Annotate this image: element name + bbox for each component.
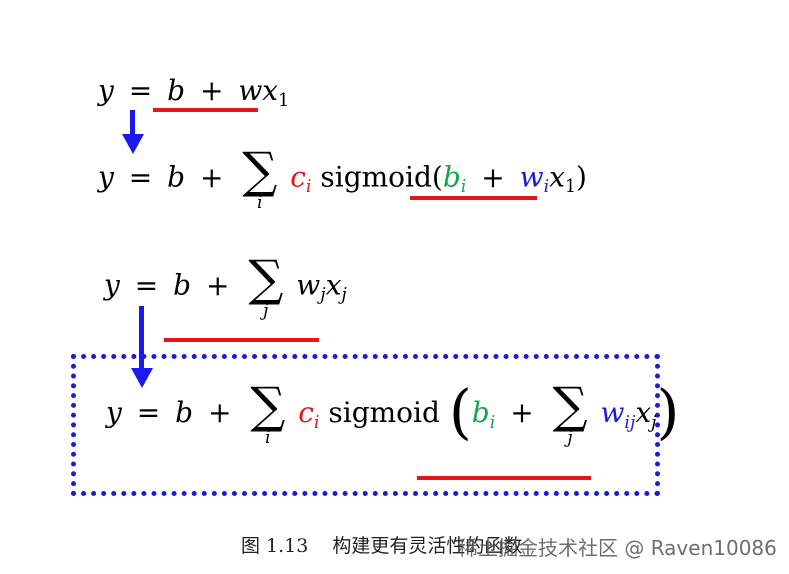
- eq2-lparen: (: [431, 160, 443, 194]
- eq2-lhs: y: [98, 160, 114, 194]
- arrow-2-shaft: [139, 306, 144, 370]
- eq2-c-subscript: i: [305, 177, 312, 198]
- eq1-w: w: [238, 74, 263, 107]
- eq4-summation-outer: ∑ i: [250, 381, 285, 447]
- eq4-rparen: ): [656, 377, 680, 447]
- eq1-underline: [153, 108, 258, 112]
- eq4-sigma-symbol: ∑: [250, 377, 286, 435]
- eq2-wi: w: [519, 160, 544, 194]
- eq3-x: x: [325, 268, 342, 302]
- eq2-underline: [410, 196, 537, 200]
- eq3-w-subscript: j: [320, 285, 326, 306]
- eq3-equals: =: [134, 268, 159, 302]
- eq1-equals: =: [128, 74, 153, 107]
- eq4-bi: b: [471, 396, 490, 429]
- eq3-plus: +: [205, 268, 230, 302]
- eq4-underline: [417, 476, 591, 480]
- eq2-plus: +: [199, 160, 224, 194]
- eq2-b: b: [167, 160, 186, 194]
- eq1-x: x: [262, 74, 279, 107]
- eq1-plus: +: [199, 74, 224, 107]
- eq1-x-subscript: 1: [278, 90, 290, 111]
- eq4-x-subscript: j: [651, 412, 657, 433]
- eq2-rparen: ): [576, 160, 587, 194]
- eq2-summation: ∑ i: [242, 146, 277, 212]
- eq4-bi-subscript: i: [489, 412, 496, 433]
- eq4-wij: w: [600, 396, 625, 429]
- eq4-c: c: [298, 396, 314, 429]
- figure-label: 图 1.13: [241, 535, 309, 557]
- eq4-sigma2-symbol: ∑: [552, 377, 588, 435]
- eq4-sigma-index: i: [265, 428, 271, 449]
- eq4-c-subscript: i: [313, 412, 320, 433]
- eq3-sigma-symbol: ∑: [248, 250, 284, 307]
- eq2-sigmoid: sigmoid: [320, 160, 432, 194]
- eq4-lhs: y: [106, 396, 122, 429]
- eq1-b: b: [167, 74, 186, 107]
- eq2-plus2: +: [481, 160, 505, 194]
- eq2-equals: =: [128, 160, 153, 194]
- eq2-x-subscript: 1: [564, 177, 577, 198]
- eq2-x: x: [549, 160, 565, 194]
- watermark: 稀土掘金技术社区 @ Raven10086: [458, 536, 777, 560]
- equation-2: y = b + ∑ i ci sigmoid(bi + wix1): [98, 146, 587, 212]
- eq2-sigma-index: i: [257, 193, 263, 213]
- equation-4: y = b + ∑ i ci sigmoid (bi + ∑ j wijxj): [106, 377, 680, 449]
- eq2-wi-subscript: i: [543, 177, 550, 198]
- figure-caption-text: 构建更有灵活性的函数: [332, 535, 523, 557]
- equation-1: y = b + wx1: [98, 74, 289, 111]
- eq3-w: w: [296, 268, 321, 302]
- eq4-lparen: (: [448, 377, 472, 447]
- eq4-x: x: [635, 396, 652, 429]
- eq2-sigma-symbol: ∑: [242, 142, 278, 199]
- eq2-bi: b: [442, 160, 461, 194]
- arrow-1-head: [122, 134, 144, 154]
- figure-caption: 图 1.13 构建更有灵活性的函数: [241, 531, 522, 558]
- eq3-x-subscript: j: [341, 285, 347, 306]
- eq3-lhs: y: [104, 268, 120, 302]
- eq4-summation-inner: ∑ j: [553, 381, 588, 447]
- eq4-plus: +: [207, 396, 232, 429]
- arrow-1-shaft: [130, 110, 135, 136]
- eq4-equals: =: [136, 396, 161, 429]
- eq3-summation: ∑ j: [248, 254, 283, 320]
- eq3-underline: [164, 338, 319, 342]
- arrow-2-head: [131, 368, 153, 388]
- eq4-sigmoid: sigmoid: [328, 396, 440, 429]
- eq4-b: b: [175, 396, 194, 429]
- eq3-sigma-index: j: [263, 301, 269, 321]
- eq4-plus2: +: [510, 396, 534, 429]
- eq4-wij-subscript: ij: [624, 412, 636, 433]
- eq1-lhs: y: [98, 74, 114, 107]
- eq4-sigma2-index: j: [567, 428, 573, 449]
- eq2-c: c: [290, 160, 306, 194]
- highlight-dotted-box: [71, 354, 660, 496]
- eq3-b: b: [173, 268, 192, 302]
- equation-3: y = b + ∑ j wjxj: [104, 254, 347, 320]
- eq2-bi-subscript: i: [460, 177, 467, 198]
